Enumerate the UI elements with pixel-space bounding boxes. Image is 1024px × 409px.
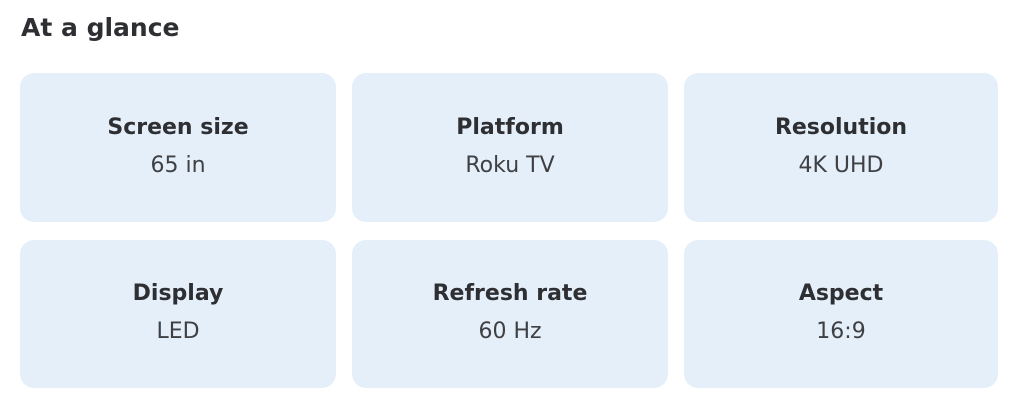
spec-tiles-grid: Screen size 65 in Platform Roku TV Resol… [20,73,998,388]
spec-tile-label: Resolution [774,114,908,140]
spec-tile-value: 16:9 [816,319,866,344]
spec-tile-value: 4K UHD [798,152,884,178]
spec-tile-screen-size: Screen size 65 in [20,73,336,222]
spec-tile-resolution: Resolution 4K UHD [684,73,998,222]
spec-tile-value: 65 in [150,152,206,178]
spec-tile-display: Display LED [20,240,336,388]
section-title: At a glance [21,13,180,42]
spec-tile-label: Display [132,281,224,306]
spec-tile-value: 60 Hz [478,319,542,344]
spec-tile-value: Roku TV [465,152,555,178]
spec-tile-platform: Platform Roku TV [352,73,668,222]
spec-tile-label: Screen size [107,114,249,140]
spec-tile-label: Refresh rate [432,281,588,306]
spec-tile-label: Aspect [798,281,884,306]
spec-tile-label: Platform [456,114,564,140]
spec-tile-refresh-rate: Refresh rate 60 Hz [352,240,668,388]
spec-tile-aspect: Aspect 16:9 [684,240,998,388]
spec-tile-value: LED [156,319,200,344]
